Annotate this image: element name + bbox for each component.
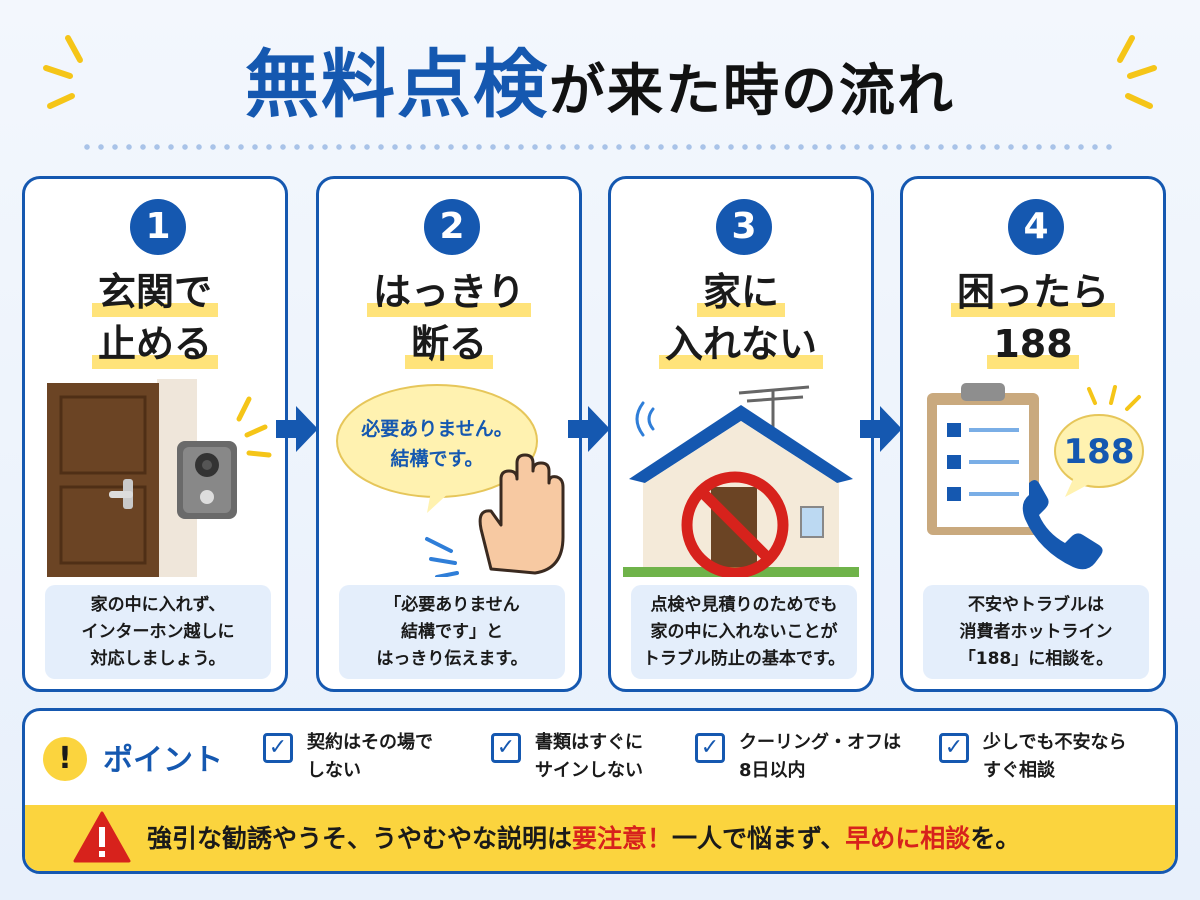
warning-message: 強引な勧誘やうそ、うやむやな説明は要注意！一人で悩まず、早めに相談を。: [147, 824, 1021, 853]
door-intercom-illustration: [47, 379, 272, 577]
step-description: 家の中に入れず、 インターホン越しに 対応しましょう。: [45, 585, 271, 679]
checkbox-icon: ✓: [263, 733, 293, 763]
bubble-line-2: 結構です。: [390, 447, 483, 470]
house-no-entry-illustration: [623, 385, 859, 577]
step-heading: はっきり 断る: [319, 267, 579, 371]
checkbox-icon: ✓: [939, 733, 969, 763]
step-number-badge: 2: [424, 199, 480, 255]
bubble-line-1: 必要ありません。: [360, 417, 512, 440]
step-heading: 玄関で 止める: [25, 267, 285, 371]
arrow-right-icon: [860, 406, 902, 452]
step-description: 「必要ありません 結構です」と はっきり伝えます。: [339, 585, 565, 679]
prohibited-icon: [681, 471, 789, 577]
step-heading: 家に 入れない: [611, 267, 871, 371]
step-card-1: 1 玄関で 止める 家の中に入れず、 インターホン越しに 対応しましょう。: [22, 176, 288, 692]
bubble-188: 188: [1064, 432, 1135, 472]
step-card-2: 2 はっきり 断る 必要ありません。 結構です。 「必要ありません 結構です」と…: [316, 176, 582, 692]
phone-icon: [1022, 480, 1103, 570]
arrow-right-icon: [568, 406, 610, 452]
step-description: 点検や見積りのためでも 家の中に入れないことが トラブル防止の基本です。: [631, 585, 857, 679]
step-number-badge: 4: [1008, 199, 1064, 255]
stop-hand-icon: [478, 453, 565, 575]
step-number-badge: 1: [130, 199, 186, 255]
step-description: 不安やトラブルは 消費者ホットライン 「188」に相談を。: [923, 585, 1149, 679]
warning-triangle-icon: [73, 811, 131, 863]
hotline-bubble: 188: [1054, 414, 1144, 497]
title-highlight: 無料点検: [245, 42, 549, 128]
intercom-icon: [177, 441, 237, 519]
hotline-illustration: 188: [927, 383, 1144, 570]
points-panel: ! ポイント ✓ 契約はその場でしない ✓ 書類はすぐにサインしない ✓ クーリ…: [22, 708, 1178, 874]
arrow-right-icon: [276, 406, 318, 452]
step-number-badge: 3: [716, 199, 772, 255]
dotted-divider: [80, 144, 1120, 150]
door-icon: [47, 383, 159, 577]
title-rest: が来た時の流れ: [549, 59, 955, 124]
checkbox-icon: ✓: [491, 733, 521, 763]
page-title: 無料点検が来た時の流れ: [0, 30, 1200, 140]
step-card-4: 4 困ったら 188 188: [900, 176, 1166, 692]
speech-bubble-icon: 必要ありません。 結構です。: [336, 384, 538, 513]
checkbox-icon: ✓: [695, 733, 725, 763]
burst-lines-left-icon: [43, 35, 83, 109]
points-label: ポイント: [103, 743, 223, 778]
step-heading: 困ったら 188: [903, 267, 1163, 371]
exclamation-icon: !: [43, 737, 87, 781]
step-card-3: 3 家に 入れない 点検や見積りのためでも 家の中に入れないことが トラブル防止…: [608, 176, 874, 692]
refuse-illustration: 必要ありません。 結構です。: [336, 384, 565, 577]
clipboard-icon: [927, 383, 1039, 535]
warning-bar: [25, 805, 1175, 871]
burst-lines-right-icon: [1117, 35, 1157, 109]
